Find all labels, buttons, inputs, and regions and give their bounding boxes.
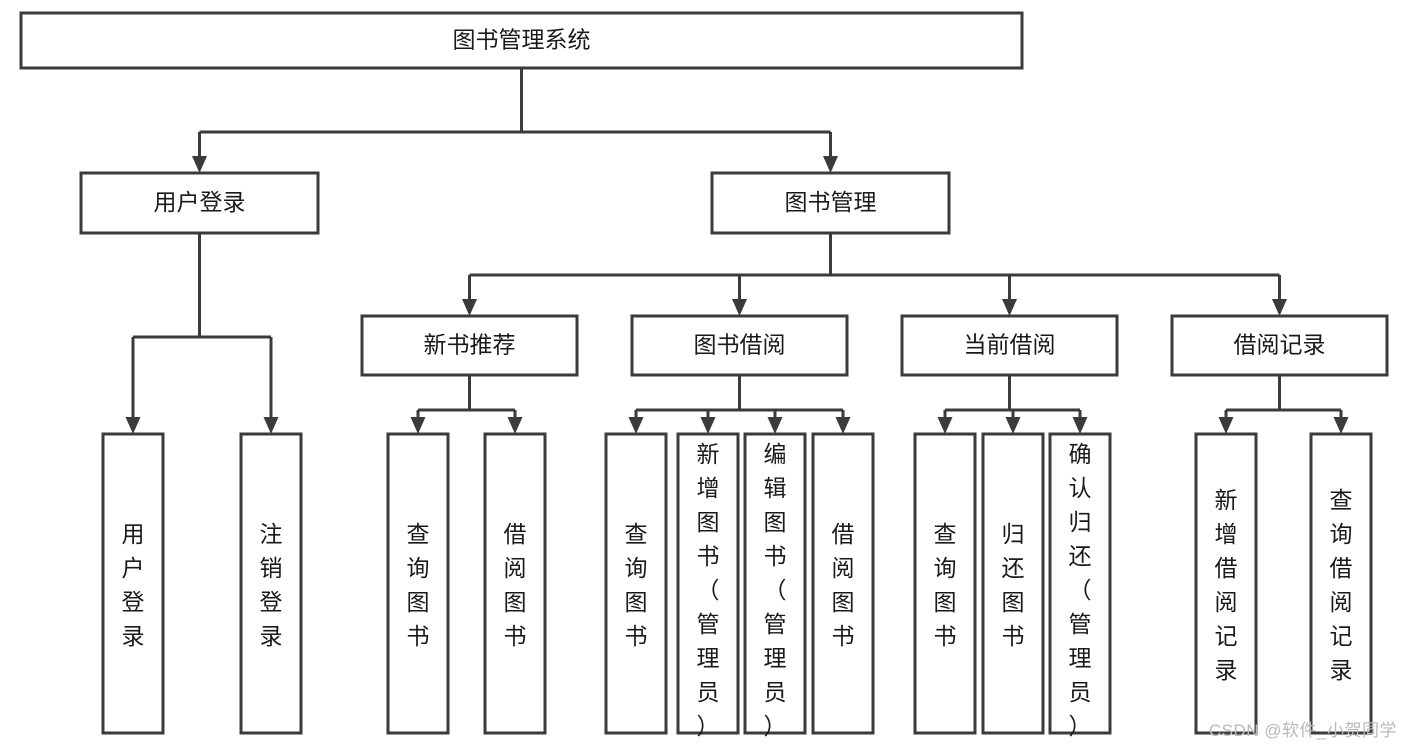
node-leaf-user-login[interactable]: 用户登录 bbox=[101, 432, 165, 735]
node-leaf-confirm-return[interactable]: 确认归还（管理员） bbox=[1048, 432, 1112, 739]
edge-group-current-borrow bbox=[937, 375, 1088, 434]
node-label: 注销登录 bbox=[260, 521, 283, 649]
edge-group-root bbox=[192, 68, 838, 173]
arrow-head-icon bbox=[700, 417, 716, 434]
node-label: 图书管理系统 bbox=[453, 27, 591, 53]
node-box bbox=[604, 432, 668, 735]
node-leaf-query-book-cur[interactable]: 查询图书 bbox=[913, 432, 977, 735]
node-current-borrow[interactable]: 当前借阅 bbox=[900, 314, 1119, 377]
node-box bbox=[101, 432, 165, 735]
arrow-head-icon bbox=[507, 417, 523, 434]
node-leaf-borrow-book-bor[interactable]: 借阅图书 bbox=[811, 432, 875, 735]
node-label: 新增图书（管理员） bbox=[697, 441, 720, 739]
node-box bbox=[900, 314, 1119, 377]
node-box bbox=[360, 314, 579, 377]
node-leaf-query-record[interactable]: 查询借阅记录 bbox=[1309, 432, 1373, 735]
arrow-head-icon bbox=[628, 417, 644, 434]
node-label: 新书推荐 bbox=[424, 332, 516, 358]
node-label: 借阅图书 bbox=[832, 521, 855, 649]
node-box bbox=[811, 432, 875, 735]
node-box bbox=[630, 314, 849, 377]
node-box bbox=[913, 432, 977, 735]
node-leaf-user-logout[interactable]: 注销登录 bbox=[239, 432, 303, 735]
arrow-head-icon bbox=[410, 417, 426, 434]
node-label: 编辑图书（管理员） bbox=[764, 441, 787, 739]
arrow-head-icon bbox=[1072, 417, 1088, 434]
node-label: 当前借阅 bbox=[964, 332, 1056, 358]
arrow-head-icon bbox=[835, 417, 851, 434]
edge-group-user-login bbox=[125, 233, 279, 434]
node-borrow-record[interactable]: 借阅记录 bbox=[1170, 314, 1389, 377]
edge-group-book-borrow bbox=[628, 375, 851, 434]
node-label: 图书借阅 bbox=[694, 332, 786, 358]
node-label: 用户登录 bbox=[122, 521, 145, 649]
node-label: 查询图书 bbox=[407, 521, 430, 649]
node-box bbox=[1170, 314, 1389, 377]
node-box bbox=[483, 432, 547, 735]
node-book-borrow[interactable]: 图书借阅 bbox=[630, 314, 849, 377]
node-box bbox=[79, 171, 320, 235]
arrow-head-icon bbox=[1005, 417, 1021, 434]
node-label: 借阅记录 bbox=[1234, 332, 1326, 358]
arrow-head-icon bbox=[263, 417, 279, 434]
node-box bbox=[1048, 432, 1112, 735]
arrow-head-icon bbox=[192, 156, 207, 173]
arrow-head-icon bbox=[937, 417, 953, 434]
arrow-head-icon bbox=[125, 417, 141, 434]
connector-layer bbox=[125, 68, 1349, 434]
node-leaf-return-book[interactable]: 归还图书 bbox=[981, 432, 1045, 735]
node-leaf-query-book-rec[interactable]: 查询图书 bbox=[386, 432, 450, 735]
node-leaf-add-record[interactable]: 新增借阅记录 bbox=[1194, 432, 1258, 735]
node-label: 查询图书 bbox=[625, 521, 648, 649]
node-box bbox=[743, 432, 807, 735]
node-box bbox=[1194, 432, 1258, 735]
node-box bbox=[386, 432, 450, 735]
arrow-head-icon bbox=[823, 156, 838, 173]
node-box bbox=[710, 171, 951, 235]
node-box bbox=[676, 432, 740, 735]
node-user-login[interactable]: 用户登录 bbox=[79, 171, 320, 235]
node-box bbox=[981, 432, 1045, 735]
node-leaf-borrow-book-rec[interactable]: 借阅图书 bbox=[483, 432, 547, 735]
node-label: 新增借阅记录 bbox=[1215, 487, 1238, 683]
node-label: 归还图书 bbox=[1002, 521, 1025, 649]
edge-group-borrow-record bbox=[1218, 375, 1349, 434]
node-new-book-rec[interactable]: 新书推荐 bbox=[360, 314, 579, 377]
node-box bbox=[19, 11, 1024, 70]
arrow-head-icon bbox=[462, 299, 477, 316]
node-label: 借阅图书 bbox=[504, 521, 527, 649]
node-box bbox=[1309, 432, 1373, 735]
node-box bbox=[239, 432, 303, 735]
arrow-head-icon bbox=[1272, 299, 1287, 316]
node-leaf-add-book[interactable]: 新增图书（管理员） bbox=[676, 432, 740, 739]
node-root[interactable]: 图书管理系统 bbox=[19, 11, 1024, 70]
node-label: 确认归还（管理员） bbox=[1069, 441, 1092, 739]
edge-group-new-book-rec bbox=[410, 375, 523, 434]
node-book-manage[interactable]: 图书管理 bbox=[710, 171, 951, 235]
node-label: 查询图书 bbox=[934, 521, 957, 649]
node-label: 用户登录 bbox=[154, 189, 246, 215]
arrow-head-icon bbox=[1333, 417, 1349, 434]
arrow-head-icon bbox=[732, 299, 747, 316]
arrow-head-icon bbox=[1002, 299, 1017, 316]
arrow-head-icon bbox=[767, 417, 783, 434]
node-label: 查询借阅记录 bbox=[1330, 487, 1353, 683]
node-leaf-query-book-bor[interactable]: 查询图书 bbox=[604, 432, 668, 735]
edge-group-book-manage bbox=[462, 233, 1287, 316]
node-label: 图书管理 bbox=[785, 189, 877, 215]
arrow-head-icon bbox=[1218, 417, 1234, 434]
node-layer: 图书管理系统用户登录图书管理新书推荐图书借阅当前借阅借阅记录用户登录注销登录查询… bbox=[19, 11, 1389, 739]
node-leaf-edit-book[interactable]: 编辑图书（管理员） bbox=[743, 432, 807, 739]
